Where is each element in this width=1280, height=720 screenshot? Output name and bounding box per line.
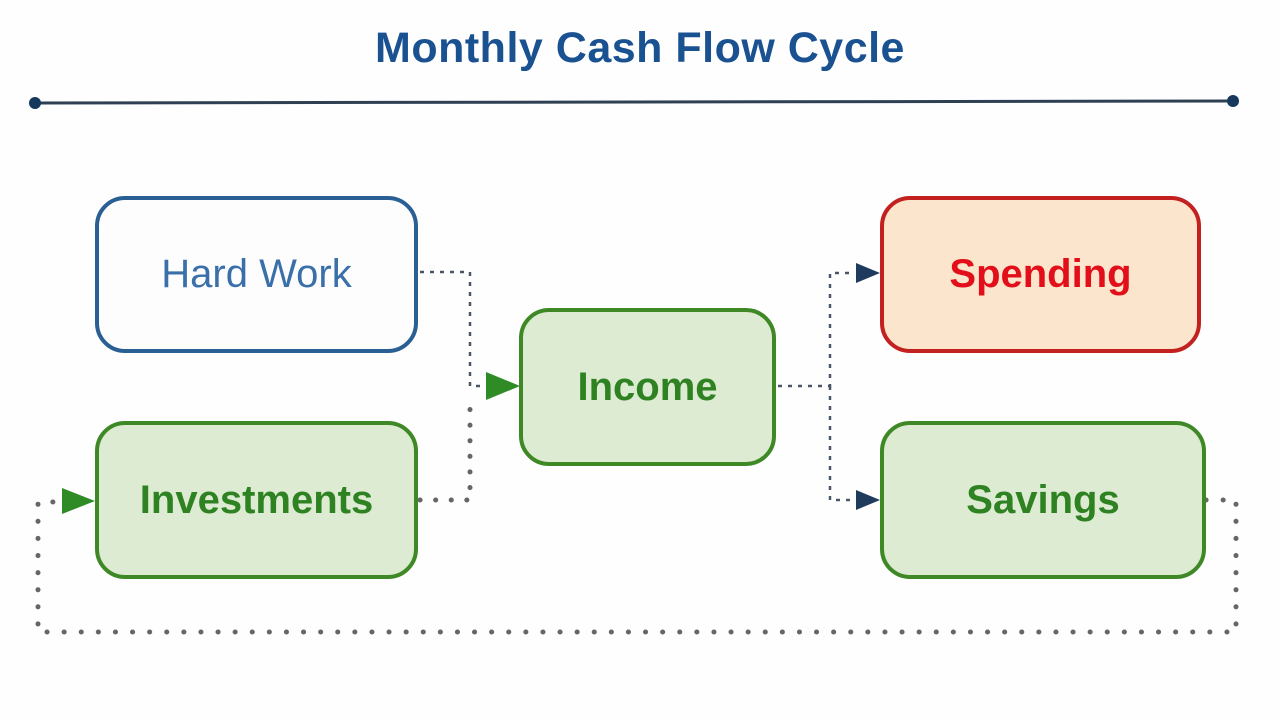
node-spending: Spending	[880, 196, 1201, 353]
arrowhead-into-income-icon	[486, 372, 520, 400]
title-underline	[32, 99, 1236, 105]
node-hard-work: Hard Work	[95, 196, 418, 353]
diagram-title: Monthly Cash Flow Cycle	[375, 24, 905, 72]
arrowhead-into-spending-icon	[856, 263, 880, 283]
underline-right-dot	[1227, 95, 1239, 107]
underline-left-dot	[29, 97, 41, 109]
node-hard-work-label: Hard Work	[161, 252, 352, 296]
node-investments: Investments	[95, 421, 418, 579]
node-spending-label: Spending	[949, 252, 1132, 296]
node-savings-label: Savings	[966, 477, 1120, 522]
connector-investments-to-income	[417, 391, 473, 503]
arrowhead-into-investments-icon	[62, 488, 95, 514]
connector-hardwork-to-income	[420, 270, 486, 388]
node-investments-label: Investments	[139, 477, 374, 522]
connector-income-to-savings	[828, 386, 854, 502]
node-income: Income	[519, 308, 776, 466]
connector-income-to-spending	[778, 271, 854, 388]
node-savings: Savings	[880, 421, 1206, 579]
arrowhead-into-savings-icon	[856, 490, 880, 510]
node-income-label: Income	[577, 364, 718, 409]
